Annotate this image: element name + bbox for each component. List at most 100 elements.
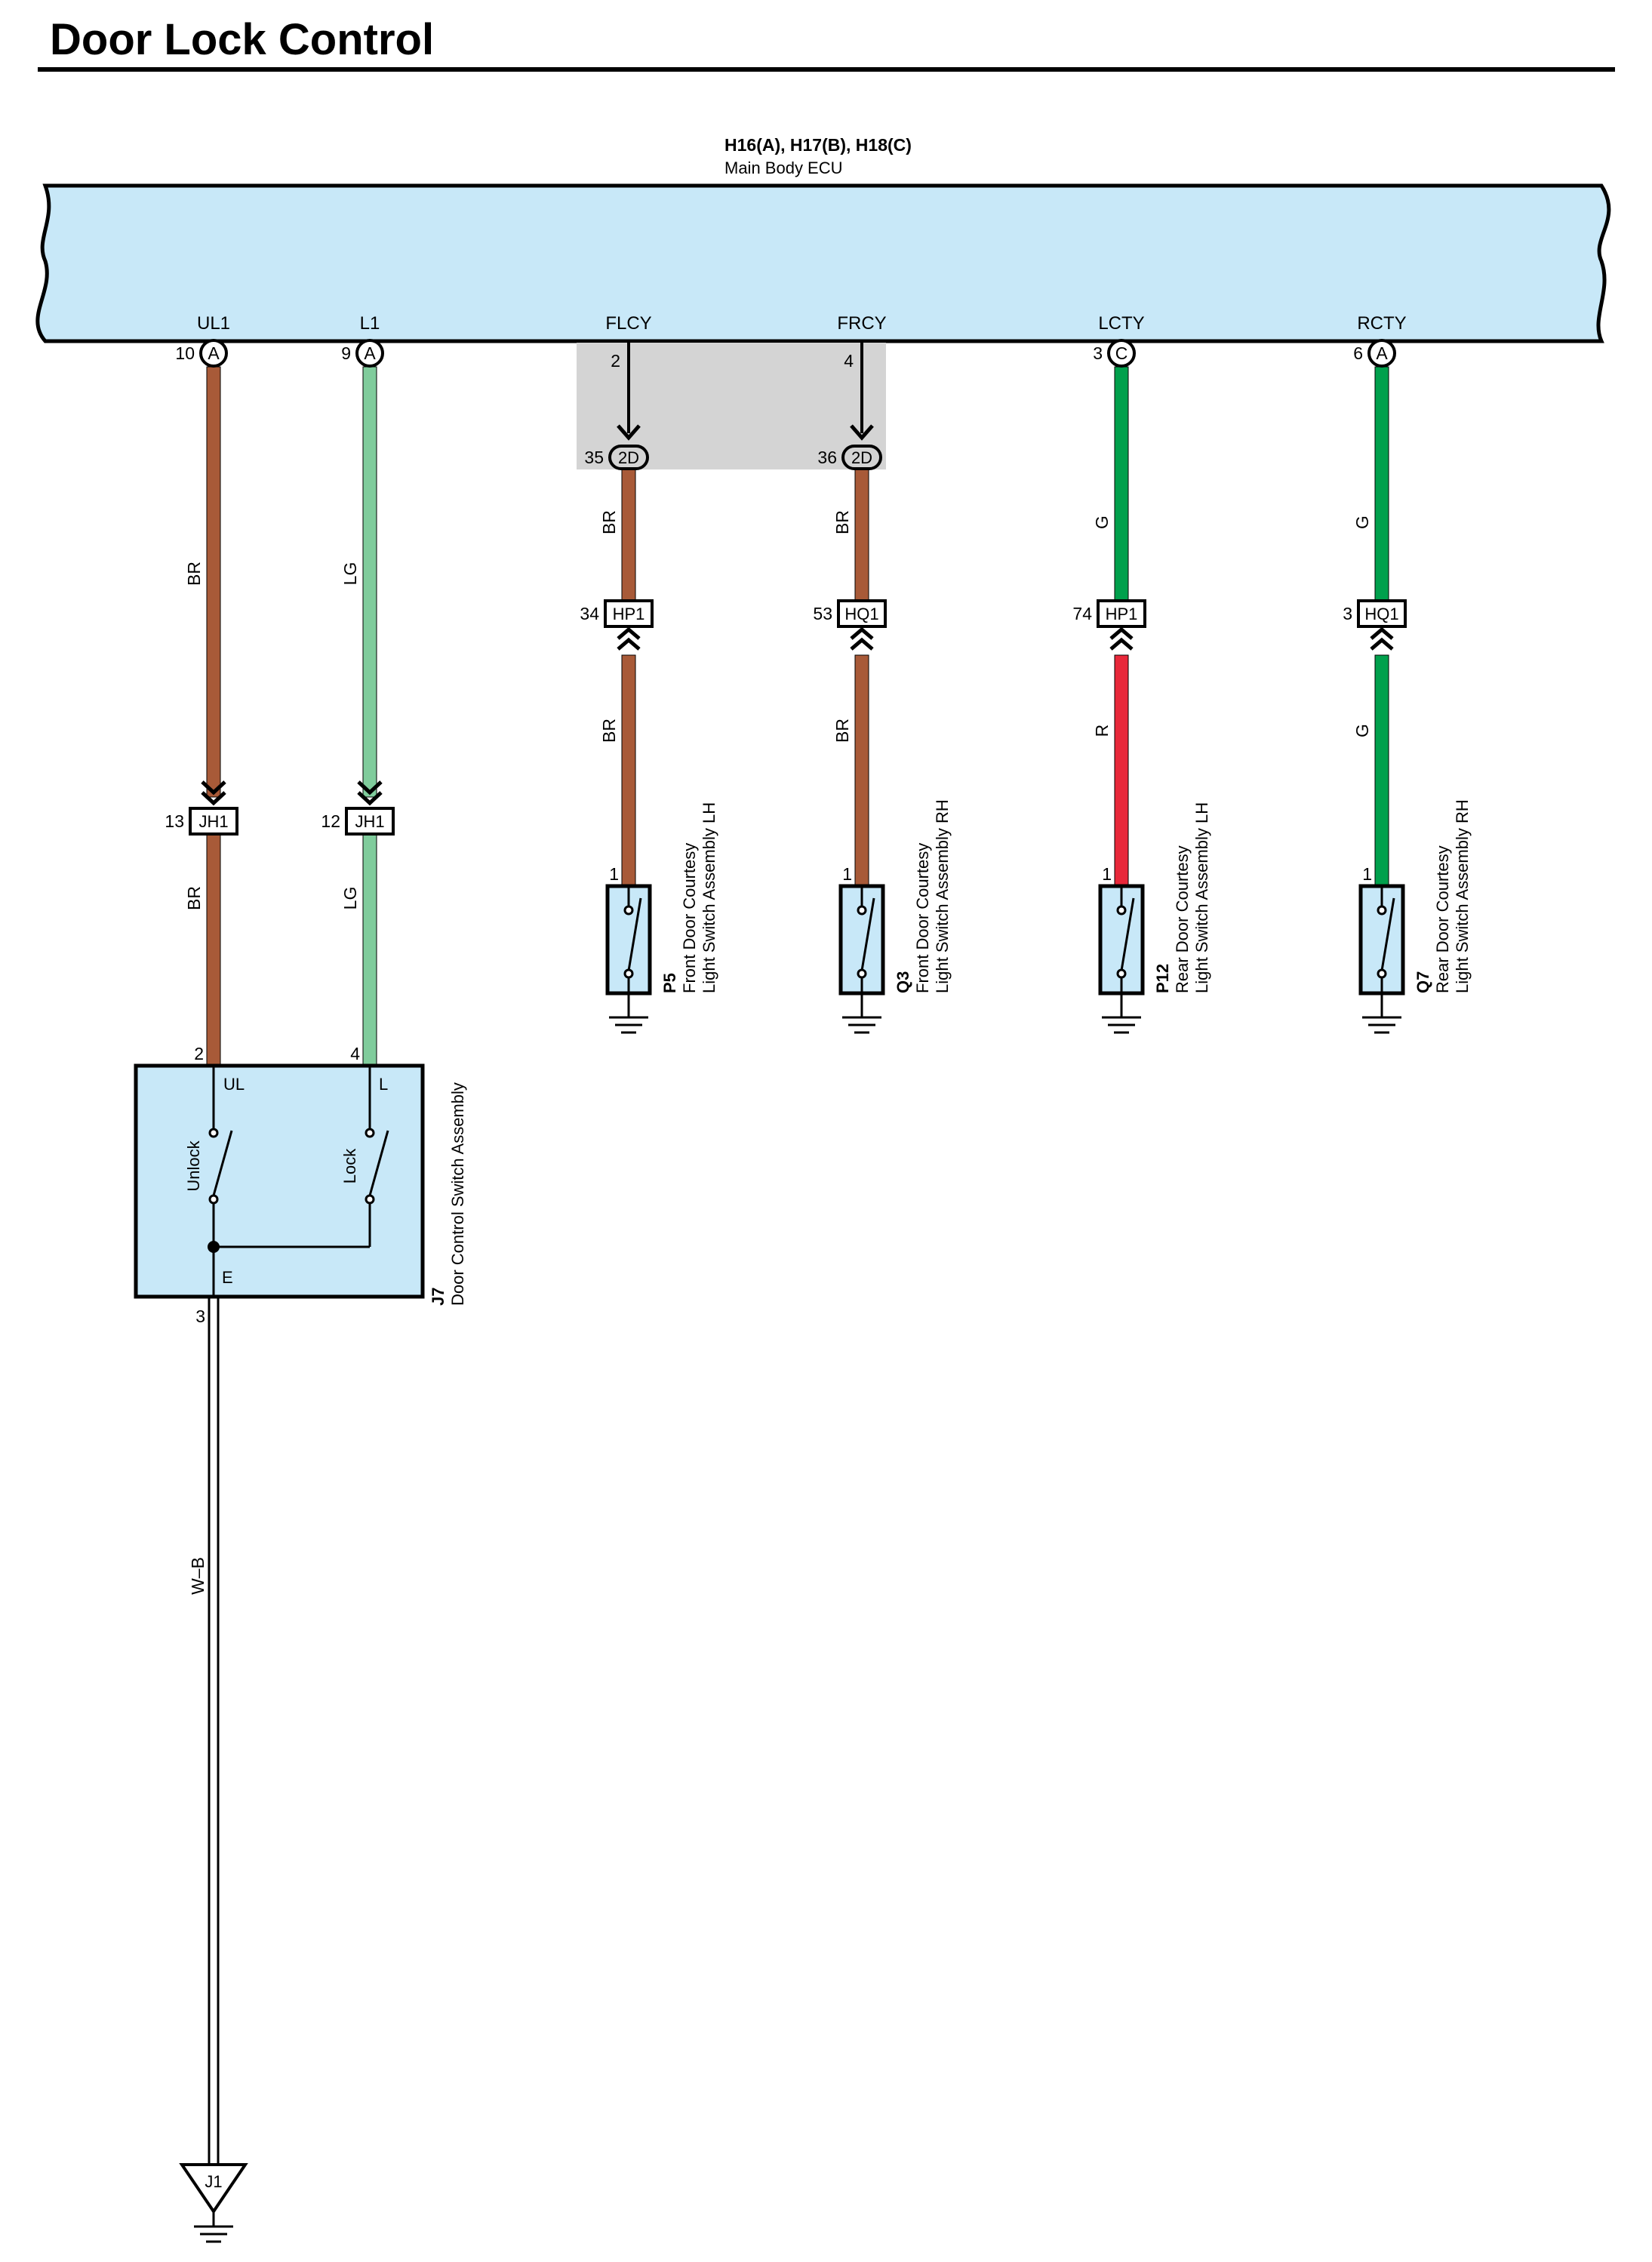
ecu-terminal-ul1: UL1 bbox=[197, 313, 230, 334]
svg-text:HQ1: HQ1 bbox=[844, 605, 878, 623]
connector-hp1-flcy: HP1 bbox=[604, 599, 654, 651]
wire-label-ul1-lower: BR bbox=[184, 886, 204, 910]
wire-label-ground: W–B bbox=[188, 1557, 208, 1595]
wire-label-lcty-upper: G bbox=[1092, 515, 1112, 529]
door-switch-lock-label: Lock bbox=[340, 1148, 359, 1183]
svg-text:J1: J1 bbox=[205, 2172, 222, 2191]
wire-label-flcy-lower: BR bbox=[599, 719, 619, 743]
courtesy-switch-q3-line1: Front Door Courtesy bbox=[913, 843, 932, 993]
wire-lcty-lower bbox=[1114, 654, 1129, 887]
wire-ul1-lower bbox=[206, 834, 221, 1066]
courtesy-switch-q7 bbox=[1358, 884, 1405, 1017]
wire-rcty-lower bbox=[1374, 654, 1389, 887]
courtesy-switch-p5-code: P5 bbox=[660, 973, 679, 993]
door-switch-term-e: E bbox=[222, 1268, 233, 1287]
ground-icon bbox=[1362, 1016, 1401, 1034]
door-control-switch-assembly bbox=[134, 1063, 425, 1299]
svg-text:C: C bbox=[1115, 343, 1128, 363]
wire-label-lcty-lower: R bbox=[1092, 725, 1112, 737]
ground-icon bbox=[194, 2225, 233, 2243]
svg-text:HP1: HP1 bbox=[613, 605, 645, 623]
svg-text:HP1: HP1 bbox=[1106, 605, 1138, 623]
svg-text:2D: 2D bbox=[851, 448, 872, 467]
door-switch-term-ul: UL bbox=[223, 1075, 245, 1094]
ecu-pin-number-flcy: 2 bbox=[611, 351, 620, 371]
wire-label-flcy-upper: BR bbox=[599, 510, 619, 534]
wire-ul1-upper bbox=[206, 366, 221, 798]
connector-hq1-frcy-pin: 53 bbox=[813, 604, 832, 623]
ecu-pin-number-lcty: 3 bbox=[1093, 343, 1103, 363]
ecu-pin-l1: A bbox=[355, 339, 384, 368]
door-switch-pin-l: 4 bbox=[350, 1044, 360, 1063]
connector-jh1-ul1-pin: 13 bbox=[165, 811, 184, 831]
connector-2d-frcy: 2D bbox=[841, 424, 882, 470]
wire-label-ul1-upper: BR bbox=[184, 562, 204, 586]
courtesy-switch-p12-code: P12 bbox=[1153, 964, 1172, 993]
connector-jh1-ul1: JH1 bbox=[189, 780, 238, 836]
wire-label-l1-lower: LG bbox=[340, 887, 360, 910]
courtesy-switch-q7-line1: Rear Door Courtesy bbox=[1433, 845, 1452, 993]
ecu-terminal-frcy: FRCY bbox=[837, 313, 886, 334]
connector-hq1-rcty: HQ1 bbox=[1357, 599, 1407, 651]
door-switch-pin-ul: 2 bbox=[194, 1044, 204, 1063]
page-title: Door Lock Control bbox=[50, 15, 434, 64]
courtesy-switch-q7-pin: 1 bbox=[1362, 864, 1372, 884]
ecu-pin-ul1: A bbox=[199, 339, 228, 368]
connector-2d-flcy-pin: 35 bbox=[584, 448, 604, 467]
connector-hp1-lcty-pin: 74 bbox=[1072, 604, 1092, 623]
ecu-pin-rcty: A bbox=[1367, 339, 1396, 368]
connector-hq1-rcty-pin: 3 bbox=[1343, 604, 1352, 623]
ecu-pin-number-ul1: 10 bbox=[175, 343, 195, 363]
svg-text:2D: 2D bbox=[618, 448, 639, 467]
connector-jh1-l1-pin: 12 bbox=[321, 811, 340, 831]
courtesy-switch-p5-line2: Light Switch Assembly LH bbox=[700, 802, 718, 993]
courtesy-switch-q3-line2: Light Switch Assembly RH bbox=[933, 799, 952, 993]
ground-icon bbox=[1102, 1016, 1141, 1034]
wire-flcy-lower bbox=[621, 654, 636, 887]
courtesy-switch-q7-code: Q7 bbox=[1414, 971, 1432, 993]
ground-icon bbox=[842, 1016, 881, 1034]
svg-text:JH1: JH1 bbox=[355, 812, 384, 831]
connector-2d-flcy: 2D bbox=[608, 424, 649, 470]
wire-l1-upper bbox=[362, 366, 377, 798]
ecu-terminal-l1: L1 bbox=[360, 313, 380, 334]
wire-lcty-upper bbox=[1114, 366, 1129, 602]
door-switch-term-l: L bbox=[379, 1075, 388, 1094]
courtesy-switch-p5 bbox=[605, 884, 652, 1017]
courtesy-switch-p5-pin: 1 bbox=[609, 864, 619, 884]
wire-l1-lower bbox=[362, 834, 377, 1066]
courtesy-switch-q7-line2: Light Switch Assembly RH bbox=[1453, 799, 1472, 993]
svg-text:HQ1: HQ1 bbox=[1364, 605, 1398, 623]
door-switch-name: Door Control Switch Assembly bbox=[448, 1082, 467, 1306]
svg-text:A: A bbox=[364, 343, 376, 363]
courtesy-switch-q3-code: Q3 bbox=[894, 971, 912, 993]
courtesy-switch-p12-line1: Rear Door Courtesy bbox=[1173, 845, 1192, 993]
title-rule bbox=[38, 67, 1615, 72]
ecu-terminal-lcty: LCTY bbox=[1098, 313, 1144, 334]
svg-text:JH1: JH1 bbox=[198, 812, 228, 831]
courtesy-switch-p5-line1: Front Door Courtesy bbox=[680, 843, 699, 993]
ecu-pin-number-l1: 9 bbox=[341, 343, 351, 363]
wire-frcy-lower bbox=[854, 654, 869, 887]
ecu-pin-number-rcty: 6 bbox=[1353, 343, 1363, 363]
ground-point-j1: J1 bbox=[179, 2163, 248, 2227]
svg-text:A: A bbox=[208, 343, 220, 363]
door-switch-code: J7 bbox=[429, 1288, 448, 1306]
connector-hp1-lcty: HP1 bbox=[1097, 599, 1146, 651]
ecu-pin-lcty: C bbox=[1107, 339, 1136, 368]
wire-ground-wb bbox=[208, 1297, 220, 2165]
connector-jh1-l1: JH1 bbox=[345, 780, 395, 836]
courtesy-switch-p12-line2: Light Switch Assembly LH bbox=[1192, 802, 1211, 993]
door-switch-pin-e: 3 bbox=[195, 1306, 205, 1326]
wire-label-rcty-upper: G bbox=[1352, 515, 1372, 529]
ecu-pin-number-frcy: 4 bbox=[844, 351, 854, 371]
connector-hp1-flcy-pin: 34 bbox=[580, 604, 599, 623]
courtesy-switch-q3 bbox=[838, 884, 885, 1017]
wire-label-rcty-lower: G bbox=[1352, 724, 1372, 737]
connector-2d-frcy-pin: 36 bbox=[817, 448, 837, 467]
ecu-terminal-flcy: FLCY bbox=[605, 313, 651, 334]
ecu-name-label: Main Body ECU bbox=[724, 158, 843, 177]
wire-label-frcy-lower: BR bbox=[832, 719, 852, 743]
ecu-terminal-rcty: RCTY bbox=[1357, 313, 1406, 334]
